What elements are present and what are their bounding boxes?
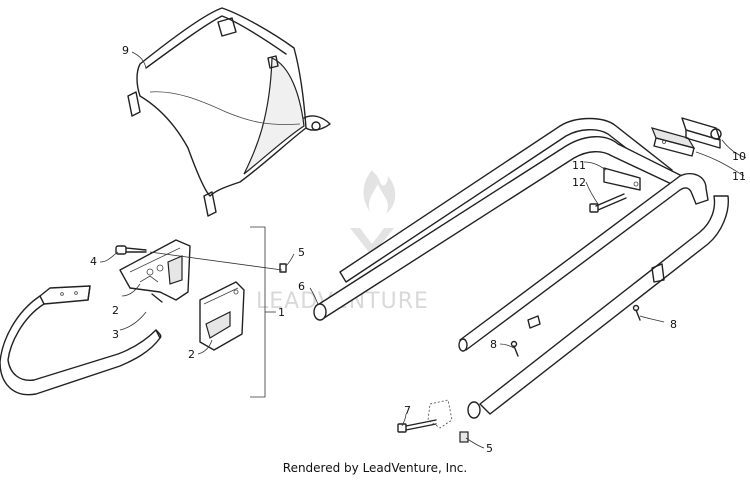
- part-5-nut-upper: [149, 251, 287, 273]
- callout-6: 6: [298, 280, 305, 293]
- callout-8-right: 8: [670, 318, 677, 331]
- part-2-bracket-lower: [199, 281, 245, 351]
- part-12-bolt: [589, 193, 627, 213]
- part-1-group-bracket: [250, 226, 276, 398]
- callout-10: 10: [732, 150, 746, 163]
- part-7-bolt: [397, 399, 453, 433]
- part-pin: [151, 293, 163, 303]
- callout-2-lower: 2: [188, 348, 195, 361]
- part-8-pin-left: [510, 340, 519, 357]
- leader-lines: [99, 51, 747, 449]
- part-3-bumper: [0, 285, 162, 396]
- callout-11-right: 11: [732, 170, 746, 183]
- part-11-clamp-left: [603, 167, 641, 191]
- part-2-bracket-upper: [119, 239, 191, 301]
- part-8-pin-right: [632, 304, 641, 321]
- flame-logo-icon: [350, 170, 396, 256]
- credit-text: Rendered by LeadVenture, Inc.: [282, 461, 468, 475]
- callout-8-left: 8: [490, 338, 497, 351]
- part-6-handle: [313, 117, 729, 419]
- callout-5-upper: 5: [298, 246, 305, 259]
- part-5-nut-lower: [459, 431, 469, 443]
- part-handle-hardware: [527, 263, 665, 329]
- callout-5-lower: 5: [486, 442, 493, 455]
- part-4-bolt: [115, 245, 147, 255]
- part-9-cover: [127, 7, 331, 217]
- part-10-mount: [681, 117, 722, 149]
- callouts: 9 4 2 3 2 1 5 6 11 12 10 11 8 8 7 5: [90, 44, 746, 455]
- callout-2-upper: 2: [112, 304, 119, 317]
- callout-12: 12: [572, 176, 586, 189]
- part-11-clamp-right: [650, 127, 696, 157]
- callout-4: 4: [90, 255, 97, 268]
- callout-11-left: 11: [572, 159, 586, 172]
- callout-9: 9: [122, 44, 129, 57]
- callout-1: 1: [278, 306, 285, 319]
- callout-7: 7: [404, 404, 411, 417]
- callout-3: 3: [112, 328, 119, 341]
